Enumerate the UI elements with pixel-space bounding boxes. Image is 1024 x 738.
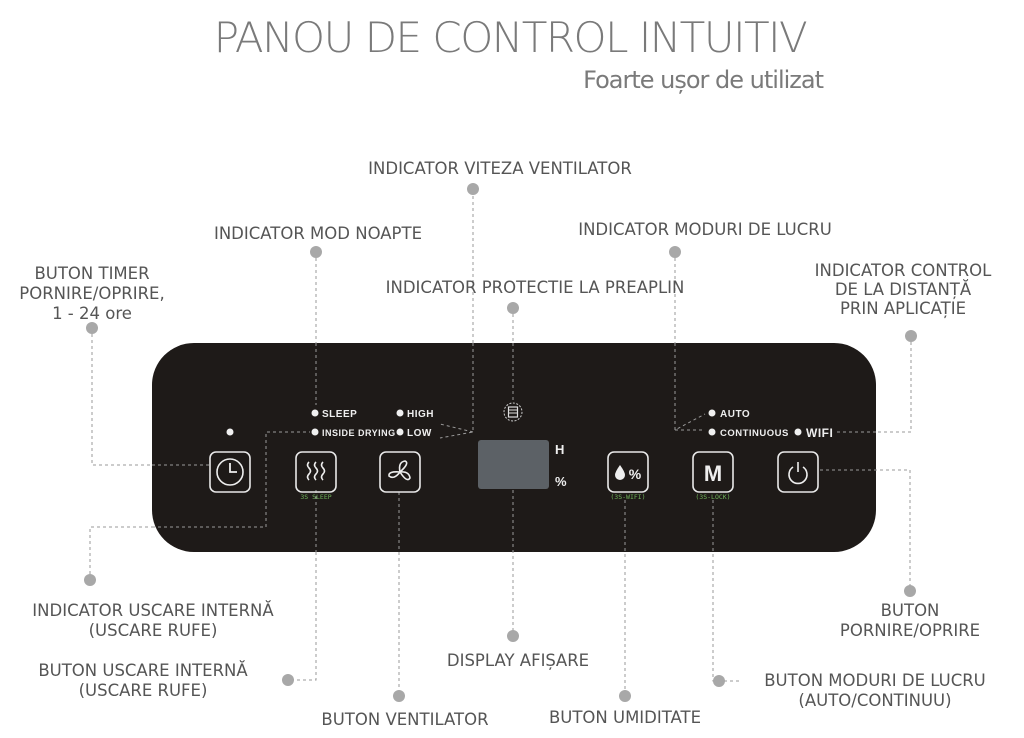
continuous-led: [708, 428, 716, 436]
continuous-label: CONTINUOUS: [720, 428, 789, 439]
mode-button[interactable]: M: [692, 451, 734, 493]
sleep-label: SLEEP: [322, 409, 357, 420]
label-modes-button-line2: (AUTO/CONTINUU): [798, 691, 951, 710]
leader-dots: [84, 183, 917, 702]
label-overflow-indicator: INDICATOR PROTECTIE LA PREAPLIN: [386, 278, 685, 297]
fan-icon: [388, 460, 411, 481]
low-led: [396, 428, 404, 436]
hint-wifi: (3S-WIFI): [610, 493, 645, 501]
hint-sleep: 3S SLEEP: [300, 493, 331, 501]
label-modes-button: BUTON MODURI DE LUCRU: [764, 671, 986, 690]
label-inner-drying-button-line2: (USCARE RUFE): [79, 681, 208, 700]
label-remote-indicator: INDICATOR CONTROL: [815, 261, 992, 280]
inside-drying-led: [311, 428, 319, 436]
water-drop-icon: [615, 465, 625, 480]
display-screen: [478, 440, 549, 489]
panel-leader-lines: [152, 343, 876, 552]
label-fan-button: BUTON VENTILATOR: [321, 710, 488, 729]
clock-icon: [216, 458, 244, 486]
label-humidity-button: BUTON UMIDITATE: [549, 708, 701, 727]
wifi-led: [794, 428, 802, 436]
timer-button[interactable]: [209, 451, 251, 493]
fan-button[interactable]: [379, 451, 421, 493]
label-power-button-line2: PORNIRE/OPRIRE: [840, 621, 980, 640]
inner-drying-button[interactable]: [295, 451, 337, 493]
high-label: HIGH: [407, 409, 434, 420]
title: PANOU DE CONTROL INTUITIV: [214, 13, 807, 62]
wifi-label: WIFI: [806, 426, 833, 440]
subtitle: Foarte ușor de utilizat: [583, 66, 823, 94]
power-button[interactable]: [777, 451, 819, 493]
timer-led: [226, 428, 234, 436]
percent-icon: %: [629, 466, 642, 482]
label-timer-button-line3: 1 - 24 ore: [52, 304, 132, 323]
heat-waves-icon: [306, 461, 326, 481]
label-remote-indicator-line2: DE LA DISTANȚĂ: [835, 280, 972, 299]
label-inner-drying-button: BUTON USCARE INTERNĂ: [38, 661, 248, 680]
power-icon: [788, 462, 808, 485]
sleep-led: [311, 409, 319, 417]
mode-m-icon: M: [704, 461, 722, 486]
label-remote-indicator-line3: PRIN APLICAȚIE: [840, 299, 966, 318]
hint-lock: (3S-LOCK): [695, 493, 730, 501]
auto-led: [708, 409, 716, 417]
auto-label: AUTO: [720, 409, 750, 420]
tank-full-icon: [503, 402, 523, 422]
label-fan-speed-indicator: INDICATOR VITEZA VENTILATOR: [368, 159, 632, 178]
label-timer-button-line2: PORNIRE/OPRIRE,: [19, 284, 164, 303]
label-timer-button: BUTON TIMER: [34, 264, 149, 283]
label-display: DISPLAY AFIȘARE: [447, 651, 589, 670]
unit-h: H: [555, 442, 565, 457]
label-inner-drying-indicator: INDICATOR USCARE INTERNĂ: [32, 601, 274, 620]
label-inner-drying-indicator-line2: (USCARE RUFE): [89, 621, 218, 640]
humidity-button[interactable]: %: [607, 451, 649, 493]
inside-drying-label: INSIDE DRYING: [322, 428, 396, 438]
label-power-button: BUTON: [881, 601, 940, 620]
high-led: [396, 409, 404, 417]
unit-percent: %: [555, 474, 567, 489]
label-work-modes-indicator: INDICATOR MODURI DE LUCRU: [578, 220, 832, 239]
low-label: LOW: [407, 428, 432, 439]
label-night-mode-indicator: INDICATOR MOD NOAPTE: [214, 224, 422, 243]
